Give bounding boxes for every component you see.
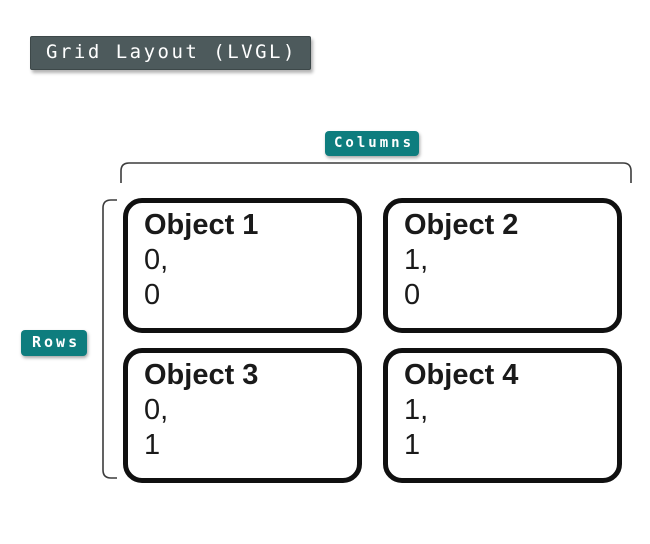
object-4-col-index: 1, bbox=[404, 394, 429, 426]
object-3-col-index: 0, bbox=[144, 394, 169, 426]
rows-label-text: Rows bbox=[32, 333, 81, 351]
object-card-4: Object 4 1, 1 bbox=[383, 348, 622, 483]
object-1-row-index: 0 bbox=[144, 279, 161, 311]
columns-label-text: Columns bbox=[334, 135, 415, 151]
object-card-2: Object 2 1, 0 bbox=[383, 198, 622, 333]
object-3-title: Object 3 bbox=[144, 359, 259, 391]
object-2-col-index: 1, bbox=[404, 244, 429, 276]
object-1-col-index: 0, bbox=[144, 244, 169, 276]
object-2-title: Object 2 bbox=[404, 209, 519, 241]
object-1-title: Object 1 bbox=[144, 209, 259, 241]
columns-bracket-icon bbox=[120, 162, 632, 183]
diagram-title: Grid Layout (LVGL) bbox=[46, 41, 297, 63]
columns-label: Columns bbox=[325, 131, 420, 156]
rows-bracket-icon bbox=[102, 199, 117, 479]
object-card-3: Object 3 0, 1 bbox=[123, 348, 362, 483]
grid-objects: Object 1 0, 0 Object 2 1, 0 Object 3 0, … bbox=[123, 198, 622, 483]
object-4-row-index: 1 bbox=[404, 429, 421, 461]
object-4-title: Object 4 bbox=[404, 359, 519, 391]
object-card-1: Object 1 0, 0 bbox=[123, 198, 362, 333]
object-3-row-index: 1 bbox=[144, 429, 161, 461]
rows-label: Rows bbox=[21, 330, 88, 356]
diagram-title-badge: Grid Layout (LVGL) bbox=[30, 36, 311, 70]
object-2-row-index: 0 bbox=[404, 279, 421, 311]
